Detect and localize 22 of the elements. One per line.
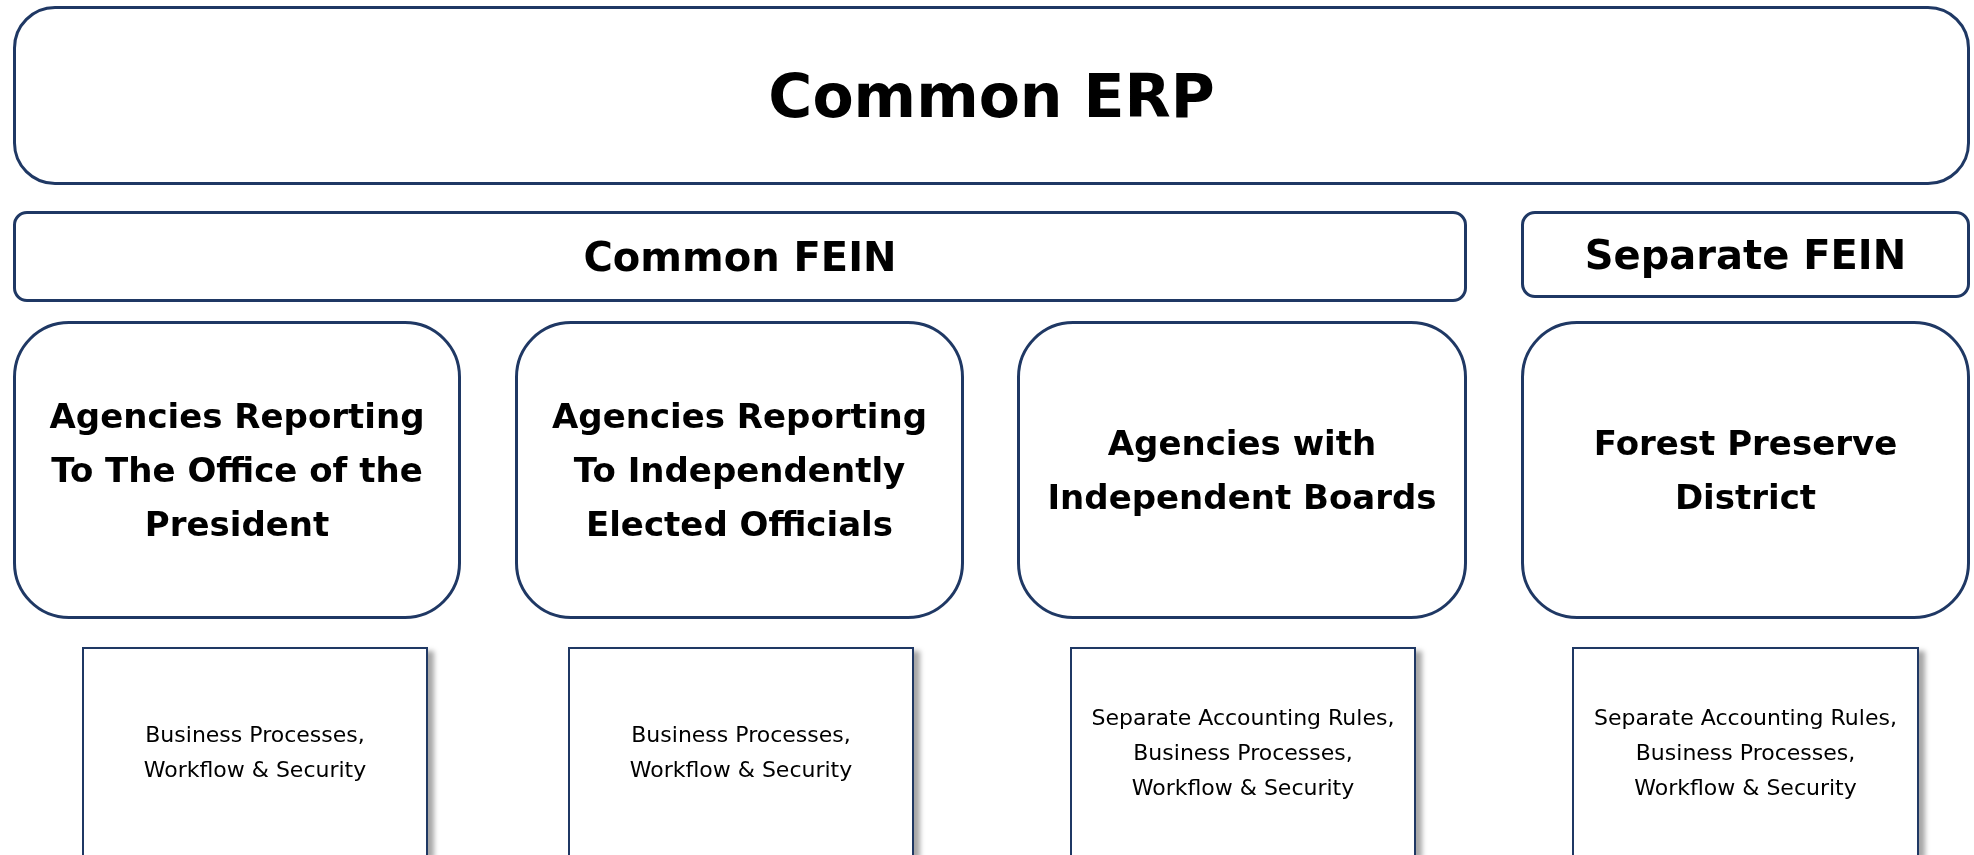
header-box bbox=[13, 211, 1467, 302]
header-box bbox=[1521, 211, 1970, 298]
box-label: Common ERP bbox=[768, 60, 1215, 131]
box-label: Common FEIN bbox=[583, 233, 897, 280]
box-label: Agencies with Independent Boards bbox=[1046, 422, 1438, 519]
group-box bbox=[515, 321, 964, 619]
group-box bbox=[1521, 321, 1970, 619]
box-label: Agencies Reporting To Independently Elected Officials bbox=[551, 395, 928, 546]
box-label: Forest Preserve District bbox=[1592, 422, 1899, 519]
note-box bbox=[1572, 647, 1919, 855]
group-box bbox=[1017, 321, 1467, 619]
note-box bbox=[82, 647, 428, 855]
note-box bbox=[568, 647, 914, 855]
box-label: Separate Accounting Rules, Business Processes, Workflow & Security bbox=[1593, 703, 1898, 802]
box-label: Business Processes, Workflow & Security bbox=[142, 721, 368, 784]
box-label: Separate Accounting Rules, Business Processes, Workflow & Security bbox=[1090, 703, 1396, 802]
box-label: Separate FEIN bbox=[1584, 231, 1907, 278]
box-label: Business Processes, Workflow & Security bbox=[628, 721, 854, 784]
note-box bbox=[1070, 647, 1416, 855]
banner-box bbox=[13, 6, 1970, 185]
group-box bbox=[13, 321, 461, 619]
box-label: Agencies Reporting To The Office of the President bbox=[48, 395, 426, 546]
